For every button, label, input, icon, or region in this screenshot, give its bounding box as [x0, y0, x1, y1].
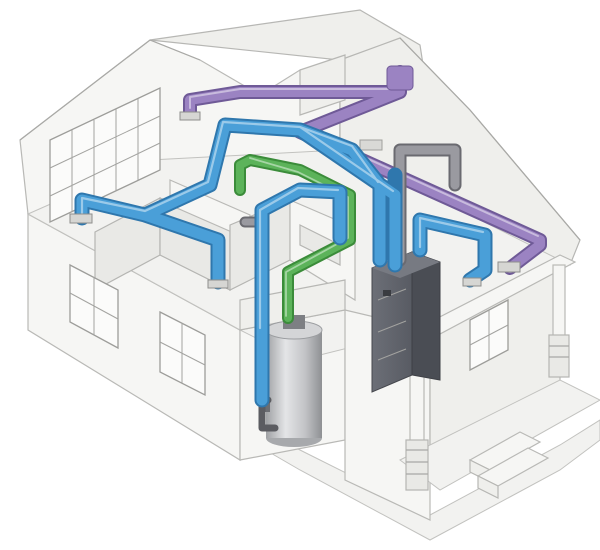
return-grille-left [179, 111, 201, 121]
supply-register-left [69, 213, 93, 224]
supply-duct [69, 117, 493, 408]
porch-column-rear [548, 264, 570, 378]
windows [49, 86, 509, 397]
front-window-2 [159, 310, 206, 397]
upper-left-window [49, 86, 161, 224]
front-window-1 [69, 263, 119, 350]
porch-steps [468, 431, 550, 499]
roof-edge-left [19, 39, 201, 141]
porch-column-front [405, 349, 429, 491]
return-duct [179, 65, 547, 275]
hot-water-pipe [234, 154, 356, 324]
furnace-unit [371, 251, 441, 393]
roof-edge-right [399, 37, 581, 241]
water-heater-tank [260, 315, 323, 447]
supply-register-center [207, 279, 229, 289]
attic-vent [359, 139, 383, 151]
right-room-window [469, 298, 509, 372]
return-grille-right [497, 261, 521, 273]
return-grille-top [386, 65, 414, 91]
supply-register-right [462, 277, 482, 287]
